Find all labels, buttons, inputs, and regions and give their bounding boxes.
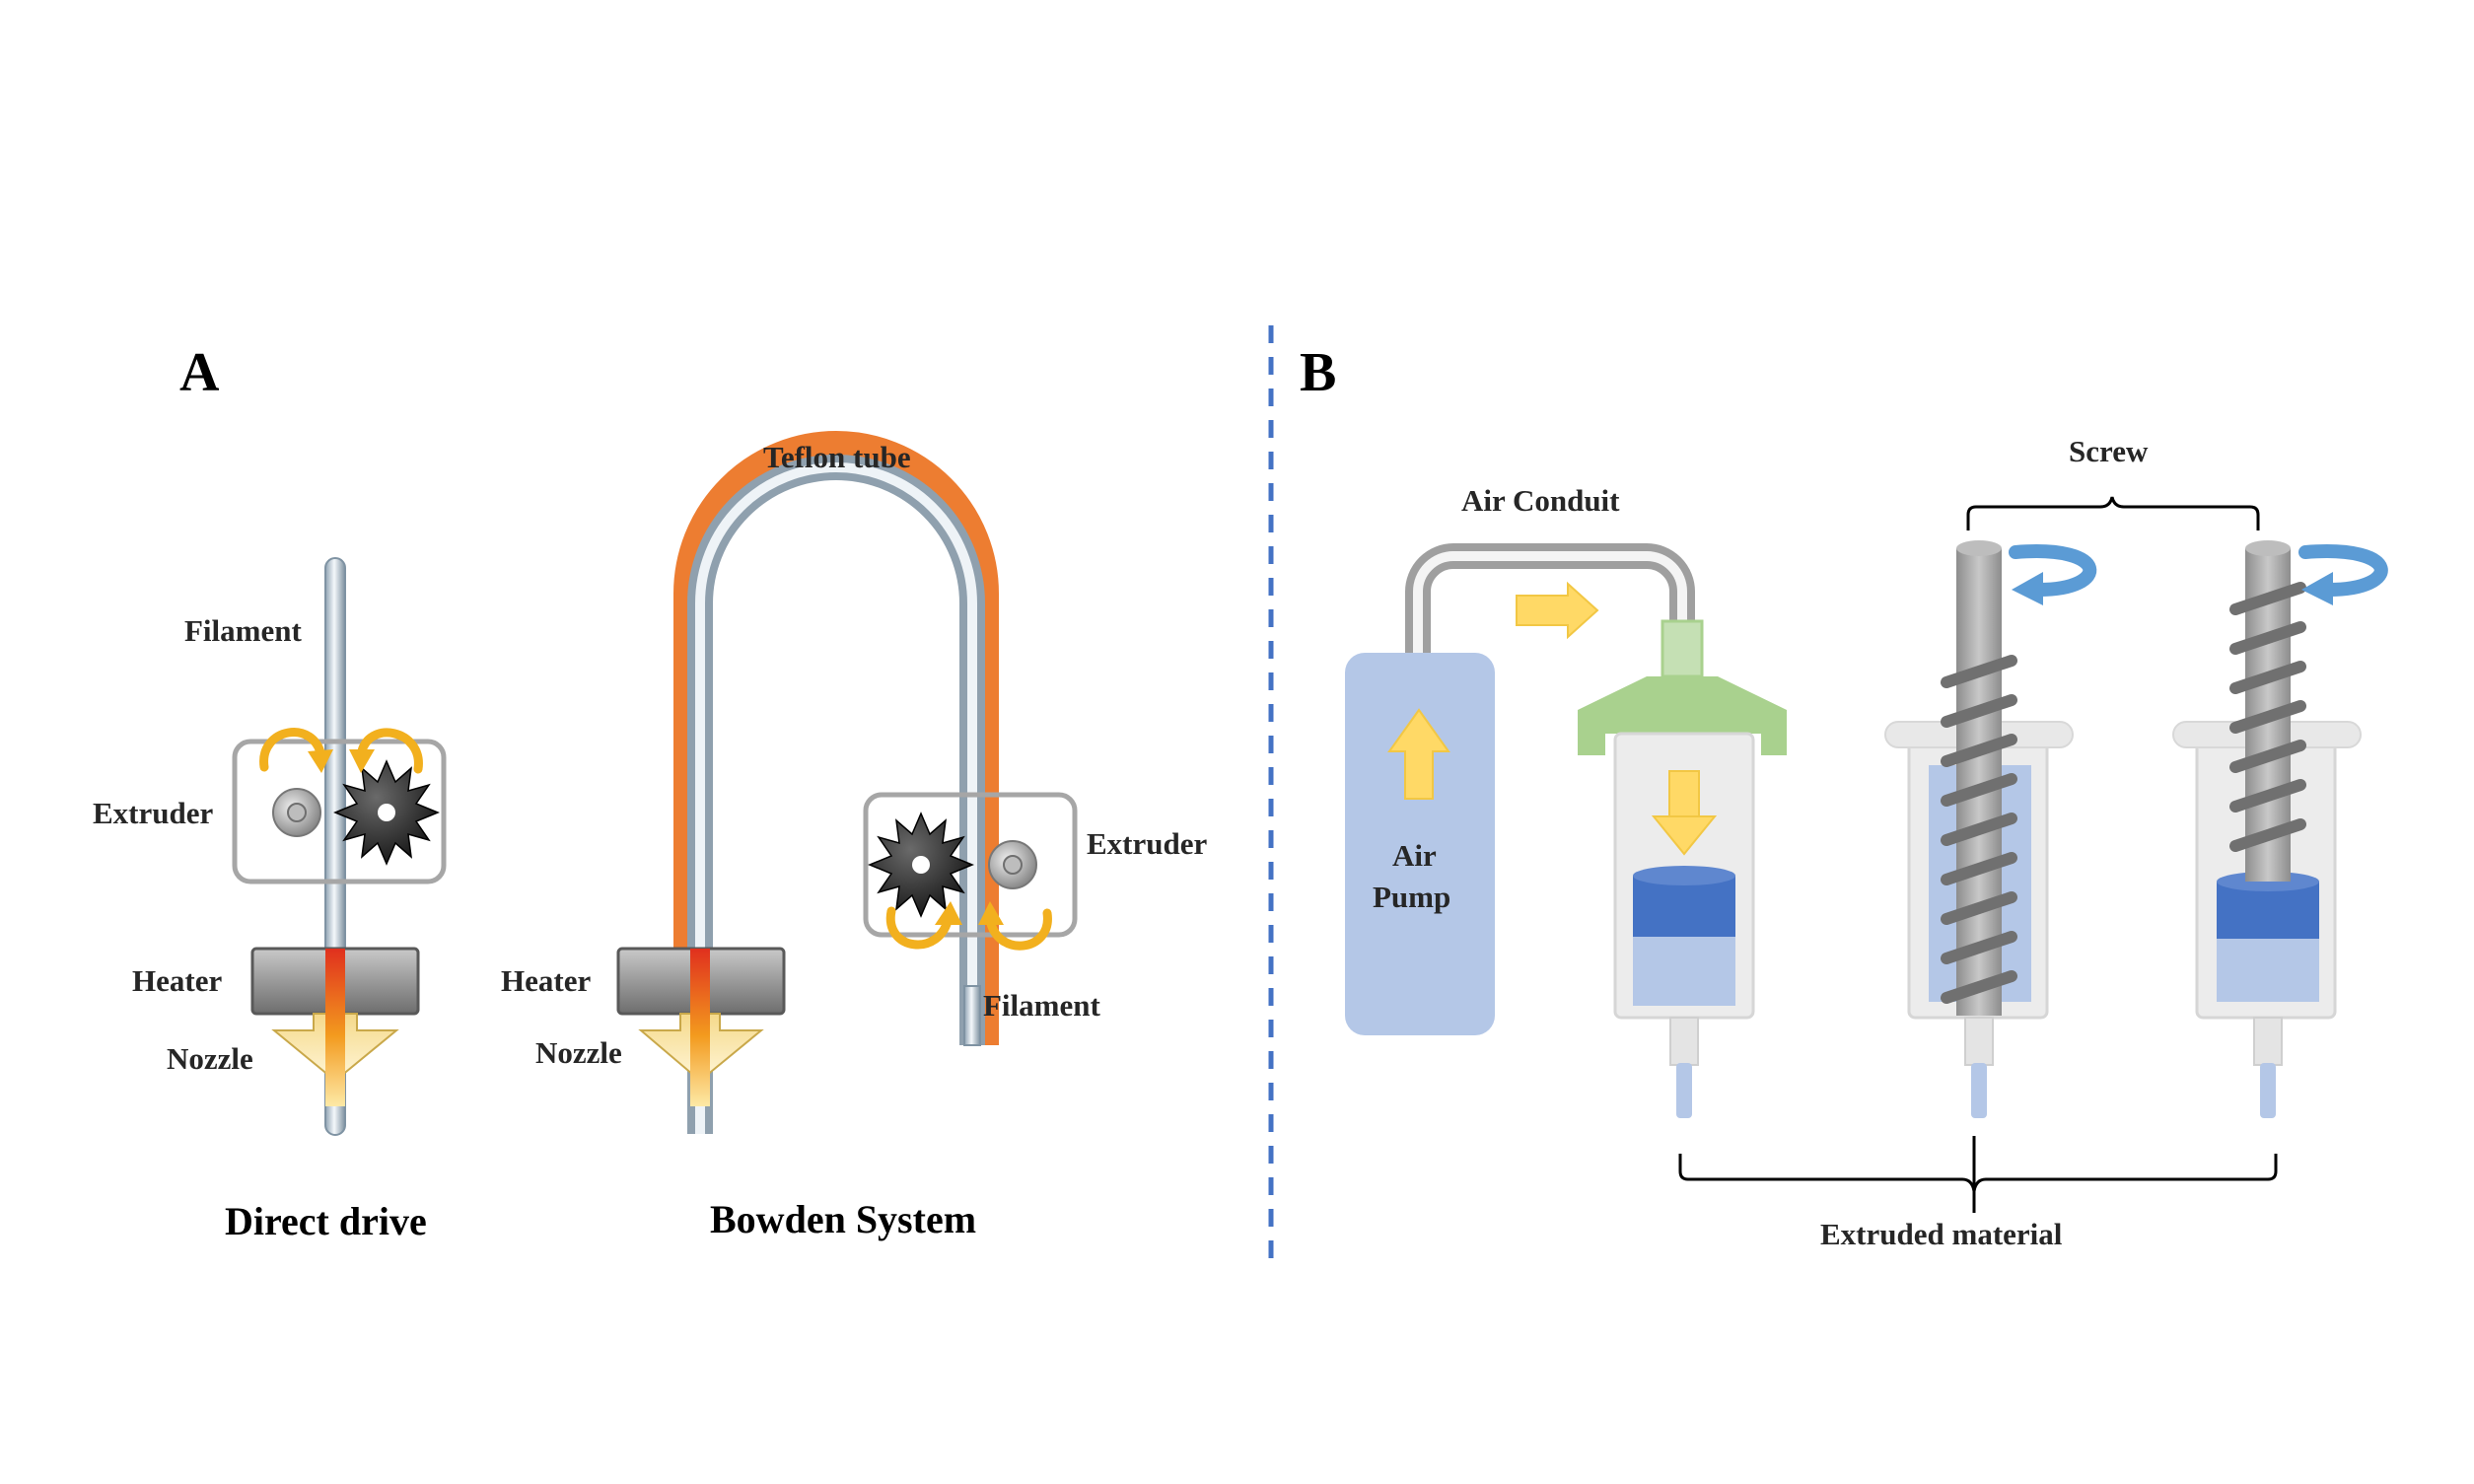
direct-drive-nozzle-label: Nozzle bbox=[167, 1041, 253, 1076]
syringe-1-piston bbox=[1633, 876, 1735, 937]
arrowhead-icon bbox=[2012, 572, 2043, 605]
air-conduit-label: Air Conduit bbox=[1461, 483, 1620, 518]
teflon-tube-label: Teflon tube bbox=[763, 440, 911, 474]
rotation-arrow-icon bbox=[885, 906, 954, 950]
screw-syringe-3 bbox=[2172, 540, 2388, 1118]
rotation-arrow-icon bbox=[985, 908, 1052, 951]
arrowhead-icon bbox=[308, 749, 333, 773]
conduit-connector bbox=[1661, 619, 1704, 678]
direct-drive-heater-label: Heater bbox=[132, 963, 222, 998]
air-conduit-highlight bbox=[1413, 551, 1687, 656]
air-pump-label-line1: Air bbox=[1392, 838, 1437, 873]
bowden-assembly bbox=[616, 431, 1078, 1134]
syringe-2-extrudate bbox=[1971, 1063, 1987, 1118]
syringe-3-tip bbox=[2253, 1017, 2283, 1066]
rotation-arrow-icon bbox=[356, 728, 423, 774]
air-arrow-down-icon bbox=[1651, 815, 1718, 856]
syringe-2-tip bbox=[1964, 1017, 1994, 1066]
arrowhead-icon bbox=[978, 901, 1004, 925]
screw-shaft-top bbox=[1956, 540, 2002, 556]
syringe-3-extrudate bbox=[2260, 1063, 2276, 1118]
direct-drive-caption: Direct drive bbox=[225, 1199, 427, 1243]
syringe-1-piston-top bbox=[1633, 866, 1735, 885]
screw-brace bbox=[1966, 496, 2260, 530]
bowden-heater-label: Heater bbox=[501, 963, 591, 998]
bowden-caption: Bowden System bbox=[710, 1197, 976, 1241]
gear-icon bbox=[333, 759, 440, 866]
syringe-cap bbox=[1578, 676, 1787, 755]
bowden-extruder-box bbox=[863, 792, 1078, 938]
air-arrow-down-stem bbox=[1668, 770, 1700, 817]
extruded-material-brace bbox=[1678, 1154, 2278, 1192]
pneumatic-assembly bbox=[1345, 543, 1787, 1118]
arrowhead-icon bbox=[349, 749, 375, 773]
screw-thread bbox=[2229, 582, 2306, 852]
screw-syringe-2 bbox=[1884, 540, 2097, 1118]
air-arrow-right-icon bbox=[1516, 581, 1599, 640]
roller-icon bbox=[272, 788, 321, 837]
bowden-molten-filament bbox=[690, 949, 710, 1106]
rotation-arrow-icon bbox=[259, 728, 326, 772]
roller-icon bbox=[988, 840, 1037, 889]
gear-icon bbox=[868, 812, 974, 918]
syringe-1-material bbox=[1633, 937, 1735, 1006]
extruded-material-label: Extruded material bbox=[1820, 1217, 2063, 1251]
bowden-filament-exit bbox=[963, 985, 981, 1046]
air-pump bbox=[1345, 653, 1495, 1035]
screw-label: Screw bbox=[2069, 434, 2149, 468]
panel-a-letter: A bbox=[179, 342, 220, 403]
syringe-1-tip bbox=[1669, 1017, 1699, 1066]
arrowhead-icon bbox=[935, 901, 962, 925]
arrowhead-icon bbox=[2301, 572, 2333, 605]
bowden-filament-label: Filament bbox=[983, 988, 1100, 1023]
rotation-arrow-icon bbox=[2009, 544, 2097, 597]
syringe-3-material bbox=[2217, 939, 2319, 1002]
screw-thread bbox=[1941, 655, 2017, 1004]
bowden-nozzle-label: Nozzle bbox=[535, 1035, 622, 1070]
teflon-tube-outline bbox=[673, 431, 999, 1045]
bowden-extruder-label: Extruder bbox=[1087, 826, 1208, 861]
direct-drive-extruder-box bbox=[232, 739, 447, 884]
syringe-1-extrudate bbox=[1676, 1063, 1692, 1118]
direct-drive-assembly bbox=[232, 557, 447, 1136]
direct-drive-extruder-label: Extruder bbox=[93, 796, 214, 830]
air-arrow-up-icon bbox=[1387, 708, 1450, 800]
screw-shaft-top bbox=[2245, 540, 2291, 556]
air-pump-label-line2: Pump bbox=[1373, 880, 1450, 914]
rotation-arrow-icon bbox=[2298, 544, 2388, 597]
direct-drive-filament-label: Filament bbox=[184, 613, 302, 648]
direct-drive-molten-filament bbox=[325, 949, 345, 1106]
teflon-tube-highlight bbox=[695, 462, 977, 1134]
panel-b-letter: B bbox=[1300, 342, 1336, 403]
